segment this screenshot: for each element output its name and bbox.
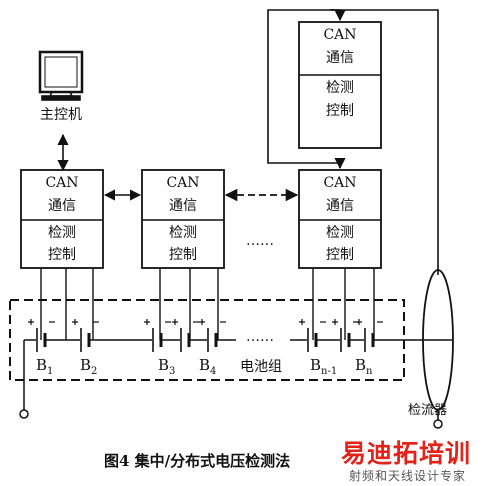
- battery-ellipsis: ……: [246, 329, 274, 345]
- module-top-comm: 通信: [326, 50, 354, 66]
- battery-cell-b3b: [180, 328, 191, 352]
- module-1-comm: 通信: [48, 198, 76, 214]
- watermark-tagline: 射频和天线设计专家: [349, 469, 467, 483]
- battery-label-b1: B1: [36, 356, 54, 377]
- module-top-can: CAN: [323, 27, 357, 43]
- module-top-control: 控制: [326, 103, 354, 119]
- module-2-detect: 检测: [169, 225, 197, 241]
- module-n-control: 控制: [326, 247, 354, 263]
- module-n-comm: 通信: [326, 198, 354, 214]
- battery-pack-label: 电池组: [240, 359, 282, 375]
- measurement-wires: [40, 268, 375, 340]
- host-computer-icon: [38, 50, 84, 101]
- battery-label-b4: B4: [199, 356, 217, 377]
- battery-cell-b2: [80, 328, 91, 352]
- module-2: [141, 169, 225, 269]
- battery-cell-bn-1b: [340, 328, 351, 352]
- module-n-detect: 检测: [326, 225, 354, 241]
- module-top-detect: 检测: [326, 80, 354, 96]
- battery-cell-bn: [364, 328, 375, 352]
- watermark-logo: 易迪拓培训: [341, 439, 472, 468]
- battery-cell-b3: [152, 328, 163, 352]
- battery-label-bn: Bn: [355, 356, 373, 377]
- module-top: [298, 21, 382, 149]
- module-2-comm: 通信: [169, 198, 197, 214]
- host-label: 主控机: [40, 107, 82, 123]
- module-n-can: CAN: [323, 175, 357, 191]
- battery-chain: [19, 339, 452, 429]
- module-1-can: CAN: [45, 175, 79, 191]
- figure-caption: 图4 集中/分布式电压检测法: [104, 452, 291, 470]
- module-ellipsis: ……: [246, 233, 274, 249]
- module-2-can: CAN: [166, 175, 200, 191]
- module-1-detect: 检测: [48, 225, 76, 241]
- battery-cell-b4: [207, 328, 218, 352]
- battery-label-b2: B2: [80, 356, 98, 377]
- module-n: [298, 169, 382, 269]
- battery-cell-b1: [36, 328, 47, 352]
- polarity-marks: [28, 319, 383, 325]
- module-1: [20, 169, 104, 269]
- battery-label-b3: B3: [158, 356, 176, 377]
- current-sensor-label: 检流器: [408, 403, 448, 418]
- battery-label-bn-1: Bn-1: [310, 356, 338, 377]
- module-1-control: 控制: [48, 247, 76, 263]
- battery-cell-bn-1: [307, 328, 318, 352]
- module-2-control: 控制: [169, 247, 197, 263]
